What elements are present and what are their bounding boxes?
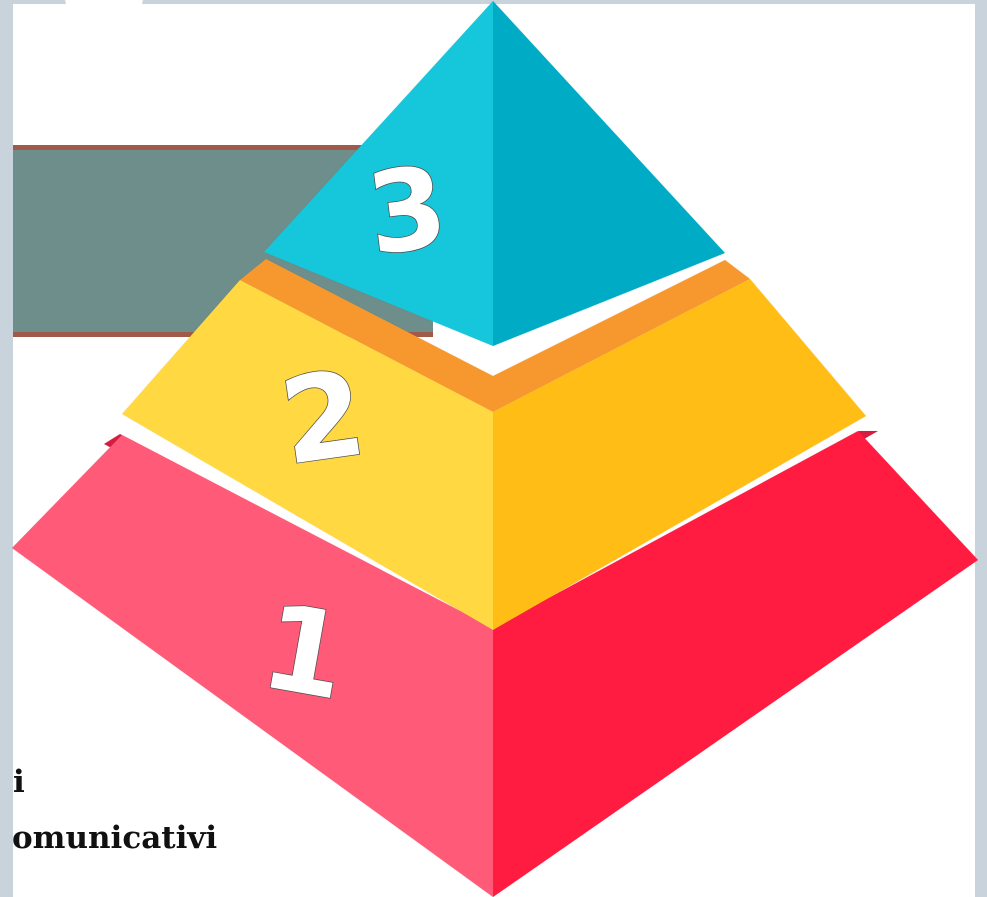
level-3-label: 3 [360,142,453,281]
